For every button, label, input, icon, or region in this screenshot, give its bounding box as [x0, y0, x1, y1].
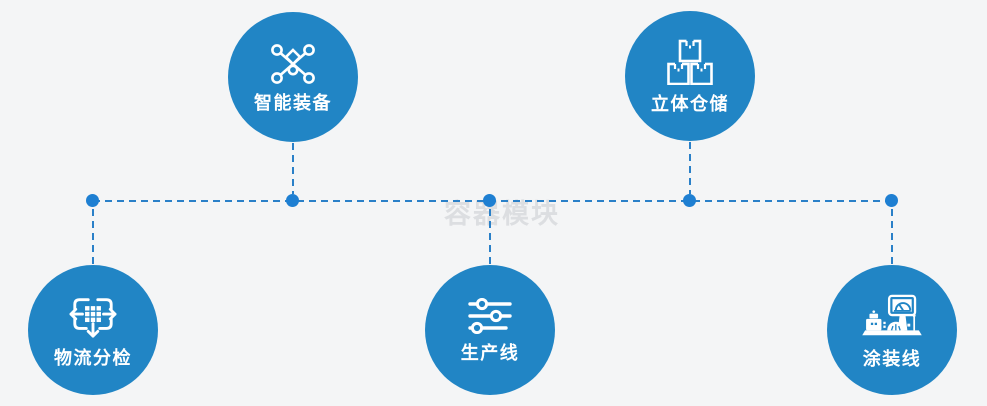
node-label: 生产线 [460, 343, 520, 363]
sliders-icon [468, 297, 512, 335]
machine-monitor-icon [861, 292, 923, 340]
node-warehouse-storage: 立体仓储 [625, 11, 755, 141]
junction-dot [885, 194, 898, 207]
node-label: 智能装备 [254, 93, 332, 113]
sorting-arrows-icon [68, 293, 118, 339]
connector-painting-line [891, 209, 893, 265]
node-smart-equipment: 智能装备 [228, 12, 358, 142]
junction-dot [483, 194, 496, 207]
connector-logistics-sorting [92, 209, 94, 265]
node-production-line: 生产线 [425, 265, 555, 395]
junction-dot [683, 194, 696, 207]
network-nodes-icon [269, 42, 317, 84]
connector-warehouse-storage [689, 142, 691, 194]
node-label: 涂装线 [862, 349, 922, 369]
node-painting-line: 涂装线 [827, 265, 957, 395]
node-label: 物流分检 [54, 348, 132, 368]
connector-smart-equipment [292, 143, 294, 194]
watermark: 容器模块 [444, 199, 560, 229]
node-label: 立体仓储 [651, 94, 729, 114]
junction-dot [286, 194, 299, 207]
junction-dot [86, 194, 99, 207]
connector-production-line [489, 209, 491, 265]
node-logistics-sorting: 物流分检 [28, 265, 158, 395]
stacked-boxes-icon [667, 39, 713, 86]
